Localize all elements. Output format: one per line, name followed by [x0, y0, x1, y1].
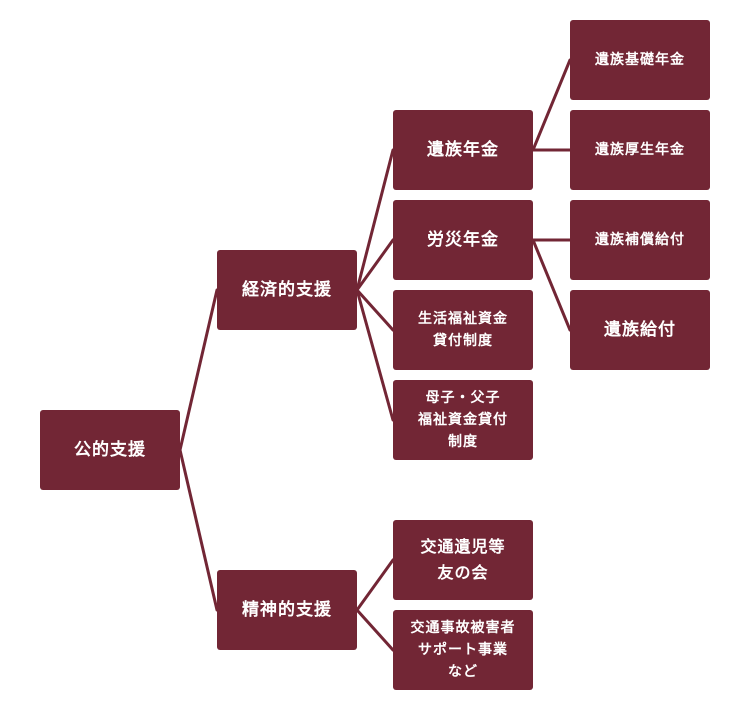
node-survivor-compensation: 遺族補償給付: [570, 200, 710, 280]
connector-group: [178, 58, 572, 652]
node-workers-accident-pension: 労災年金: [393, 200, 533, 280]
connector-line: [355, 238, 395, 292]
connector-line: [178, 448, 219, 612]
node-survivor-benefit: 遺族給付: [570, 290, 710, 370]
node-welfare-fund-loan: 生活福祉資金 貸付制度: [393, 290, 533, 370]
node-survivor-pension: 遺族年金: [393, 110, 533, 190]
node-mental-support: 精神的支援: [217, 570, 357, 650]
connector-line: [355, 558, 395, 612]
node-economic-support: 経済的支援: [217, 250, 357, 330]
node-bereaved-children-association: 交通遺児等 友の会: [393, 520, 533, 600]
node-public-support: 公的支援: [40, 410, 180, 490]
connector-line: [531, 238, 572, 332]
connector-line: [178, 288, 219, 452]
node-single-parent-fund-loan: 母子・父子 福祉資金貸付 制度: [393, 380, 533, 460]
connector-line: [355, 608, 395, 652]
connector-line: [355, 148, 395, 292]
node-employee-survivor-pension: 遺族厚生年金: [570, 110, 710, 190]
connector-line: [355, 288, 395, 332]
node-basic-survivor-pension: 遺族基礎年金: [570, 20, 710, 100]
node-accident-victim-support: 交通事故被害者 サポート事業 など: [393, 610, 533, 690]
connector-line: [531, 58, 572, 152]
connector-line: [355, 288, 395, 422]
